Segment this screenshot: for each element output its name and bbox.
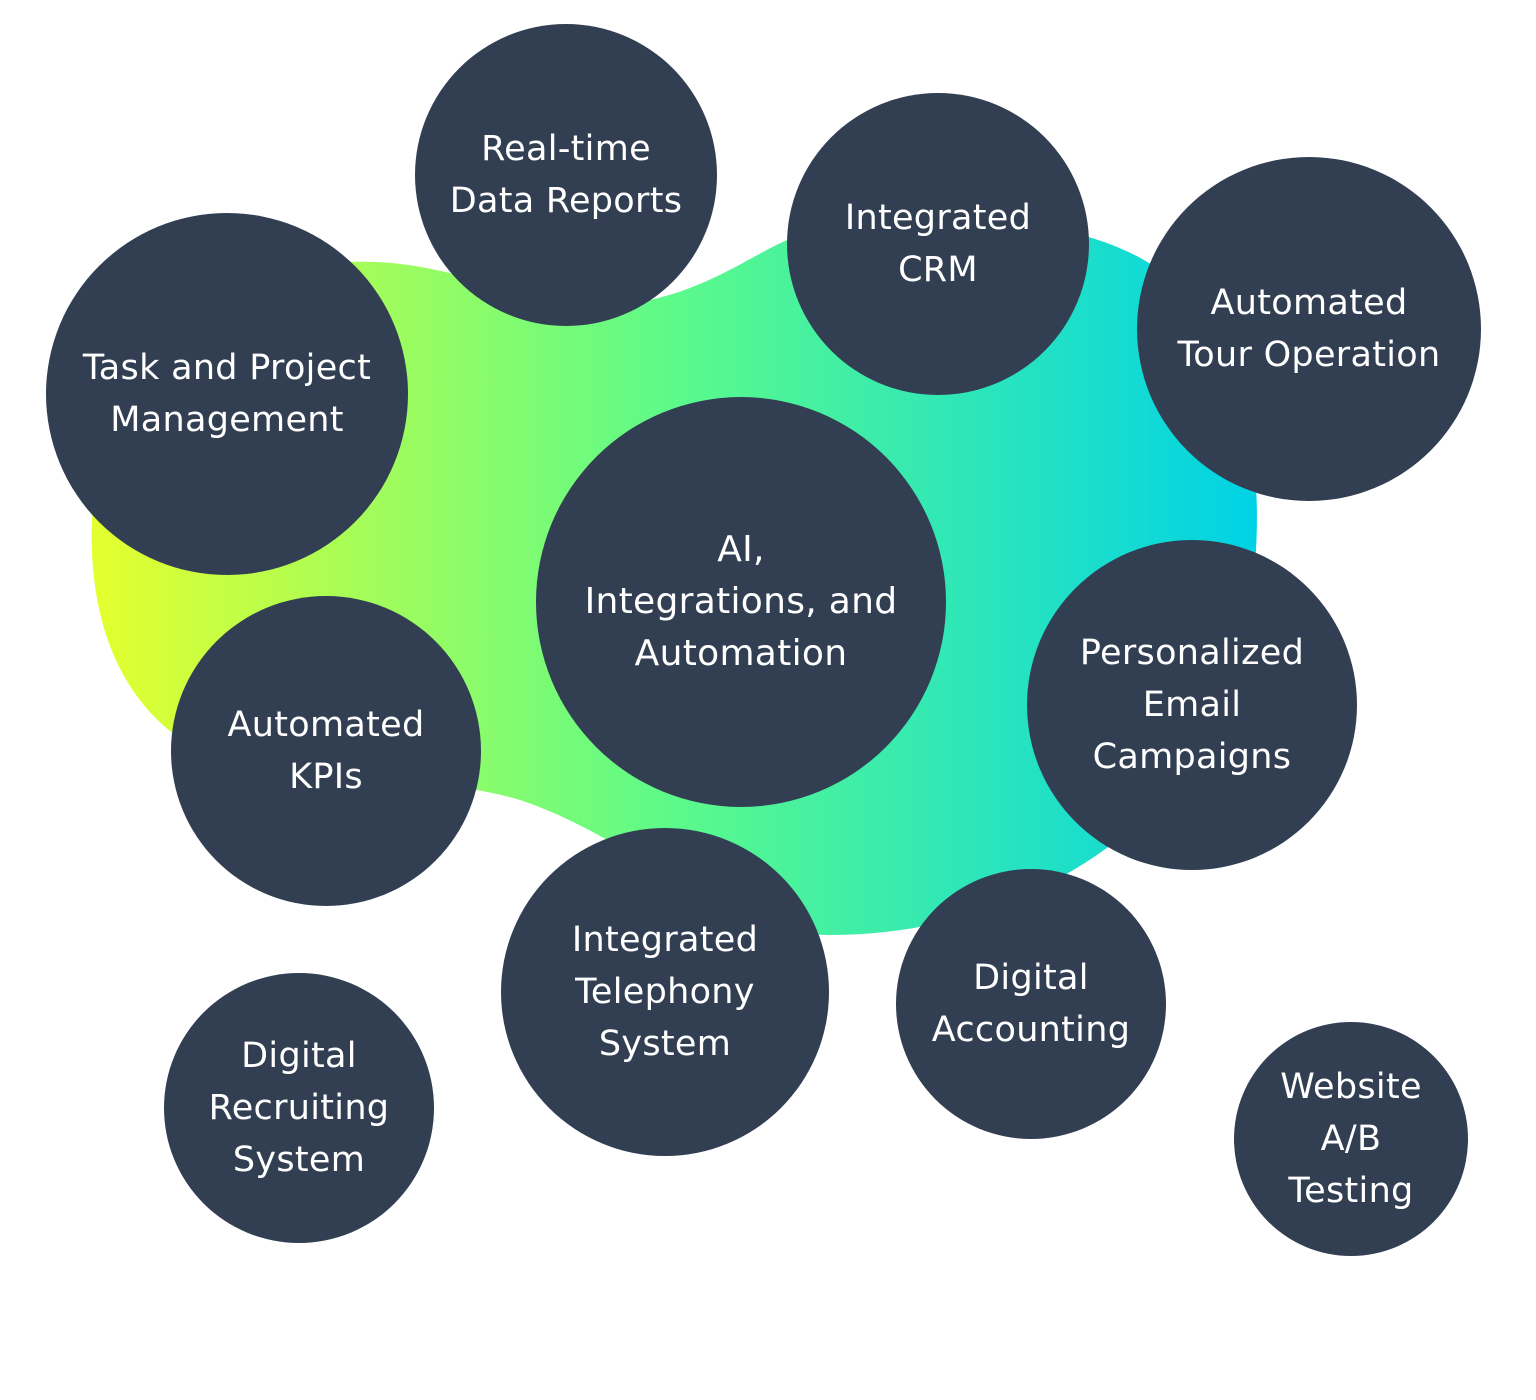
- bubble-label: Task and Project Management: [82, 348, 372, 440]
- bubble-label: Automated Tour Operation: [1177, 283, 1441, 375]
- bubble-automated-kpis: Automated KPIs: [171, 596, 481, 906]
- bubble-label: Digital Accounting: [931, 958, 1131, 1050]
- bubble-label: Automated KPIs: [227, 705, 425, 797]
- bubble-digital-recruiting-system: Digital Recruiting System: [164, 973, 434, 1243]
- bubble-digital-accounting: Digital Accounting: [896, 869, 1166, 1139]
- bubble-label: Integrated CRM: [844, 198, 1032, 290]
- bubble-task-project-management: Task and Project Management: [46, 213, 408, 575]
- bubble-label: Personalized Email Campaigns: [1079, 633, 1305, 777]
- bubble-label: Integrated Telephony System: [571, 920, 759, 1064]
- bubble-integrated-telephony-system: Integrated Telephony System: [501, 828, 829, 1156]
- bubble-center-ai-integrations-automation: AI, Integrations, and Automation: [536, 397, 946, 807]
- bubble-automated-tour-operation: Automated Tour Operation: [1137, 157, 1481, 501]
- bubble-label: Website A/B Testing: [1280, 1067, 1422, 1211]
- bubble-integrated-crm: Integrated CRM: [787, 93, 1089, 395]
- bubble-label: Digital Recruiting System: [208, 1036, 390, 1180]
- bubble-website-ab-testing: Website A/B Testing: [1234, 1022, 1468, 1256]
- bubble-realtime-data-reports: Real-time Data Reports: [415, 24, 717, 326]
- bubble-label: AI, Integrations, and Automation: [584, 529, 898, 674]
- bubble-personalized-email-campaigns: Personalized Email Campaigns: [1027, 540, 1357, 870]
- bubble-label: Real-time Data Reports: [449, 129, 683, 221]
